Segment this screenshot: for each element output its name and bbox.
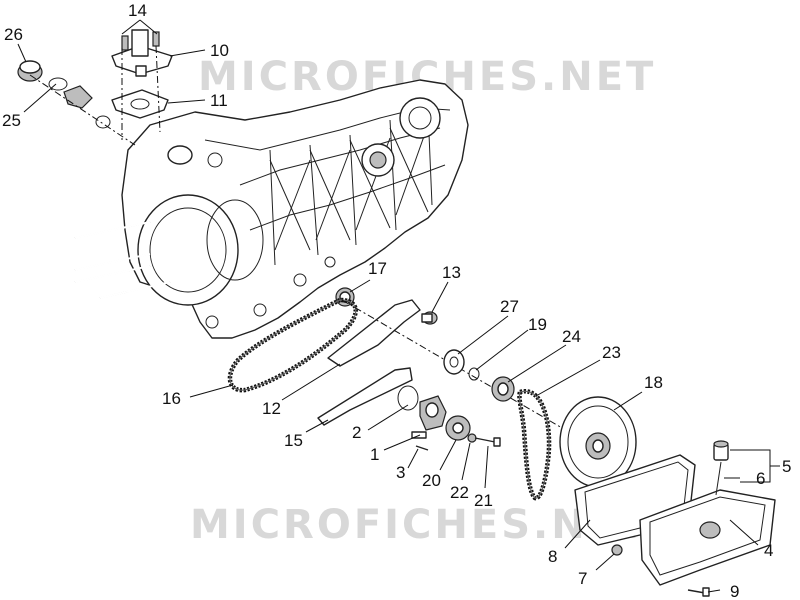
callout-22: 22 bbox=[450, 483, 469, 502]
watermark-bottom: MICROFICHES.NET bbox=[190, 502, 648, 548]
o-ring bbox=[468, 367, 480, 381]
callout-23: 23 bbox=[602, 343, 621, 362]
gear-bolt bbox=[474, 437, 501, 447]
guide-pivot-bolt bbox=[421, 311, 438, 325]
callout-17: 17 bbox=[368, 259, 387, 278]
oil-pump-chain bbox=[517, 389, 552, 501]
callout-24: 24 bbox=[562, 327, 581, 346]
leader-lines bbox=[17, 19, 780, 593]
timing-chain bbox=[227, 297, 358, 393]
shim-washer bbox=[443, 349, 465, 375]
chain-tensioner-assembly bbox=[111, 29, 173, 77]
oil-sump-cover bbox=[639, 489, 776, 586]
callout-3: 3 bbox=[396, 463, 405, 482]
oil-pump-cover bbox=[559, 396, 637, 488]
chain-guide bbox=[327, 299, 421, 367]
drain-plug bbox=[611, 544, 623, 556]
cylinder-studs bbox=[74, 221, 171, 299]
chain-slider bbox=[317, 367, 413, 426]
sump-bolt bbox=[687, 587, 710, 597]
callout-6: 6 bbox=[756, 469, 765, 488]
callout-4: 4 bbox=[764, 541, 773, 560]
callout-10: 10 bbox=[210, 41, 229, 60]
callout-20: 20 bbox=[422, 471, 441, 490]
callout-2: 2 bbox=[352, 423, 361, 442]
flange-bolt bbox=[415, 445, 429, 451]
callout-26: 26 bbox=[4, 25, 23, 44]
gasket bbox=[111, 45, 169, 140]
callout-5: 5 bbox=[782, 457, 791, 476]
oil-level-dipstick bbox=[713, 440, 729, 496]
oil-filter-cartridge bbox=[29, 74, 136, 146]
callout-13: 13 bbox=[442, 263, 461, 282]
oil-pump-sprocket bbox=[491, 376, 515, 402]
oil-pump-body bbox=[397, 385, 447, 431]
callout-25: 25 bbox=[2, 111, 21, 130]
callout-11: 11 bbox=[210, 91, 228, 110]
callout-12: 12 bbox=[262, 399, 281, 418]
callout-16: 16 bbox=[162, 389, 181, 408]
gear-washer bbox=[467, 433, 477, 443]
callout-8: 8 bbox=[548, 547, 557, 566]
crankcase bbox=[121, 79, 469, 339]
oil-filler-cap bbox=[17, 60, 43, 82]
callout-15: 15 bbox=[284, 431, 303, 450]
callout-1: 1 bbox=[370, 445, 379, 464]
pump-drive-gear bbox=[445, 415, 471, 441]
callout-14: 14 bbox=[128, 1, 147, 20]
callout-19: 19 bbox=[528, 315, 547, 334]
callout-18: 18 bbox=[644, 373, 663, 392]
callout-9: 9 bbox=[730, 582, 739, 600]
callout-7: 7 bbox=[578, 569, 587, 588]
callout-21: 21 bbox=[474, 491, 493, 510]
callout-27: 27 bbox=[500, 297, 519, 316]
